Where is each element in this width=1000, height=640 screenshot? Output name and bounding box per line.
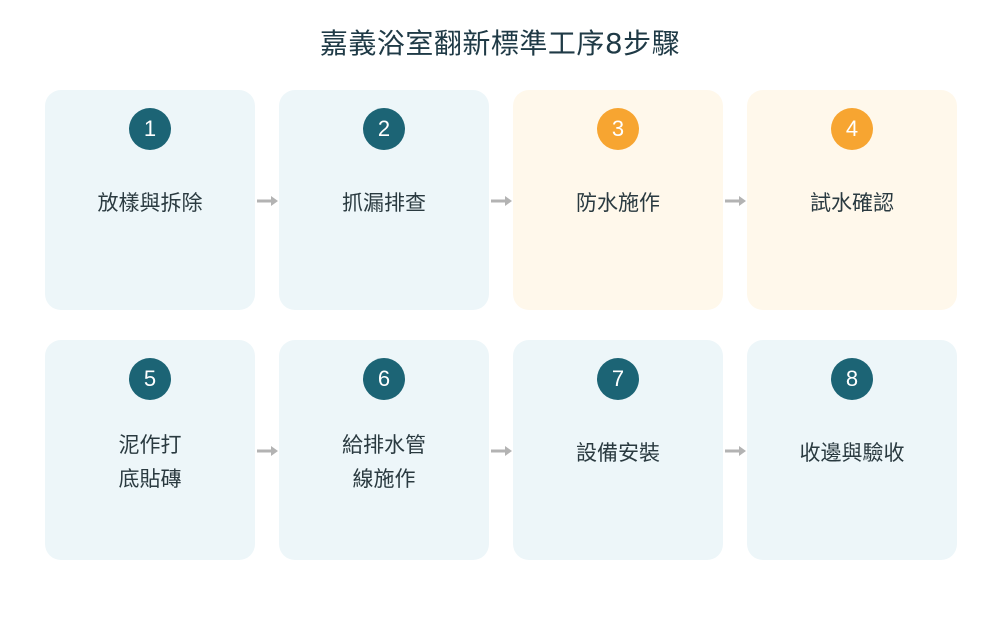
step-label: 給排水管 線施作 [342, 433, 426, 491]
step-label: 試水確認 [810, 191, 894, 215]
step-number-badge: 1 [129, 108, 171, 150]
arrow-right-icon [257, 196, 278, 206]
step-label: 放樣與拆除 [97, 191, 203, 215]
step-label: 設備安裝 [576, 441, 660, 465]
step-number-badge: 6 [363, 358, 405, 400]
arrow-right-icon [491, 196, 512, 206]
step-label: 泥作打 底貼磚 [118, 433, 182, 491]
step-label: 抓漏排查 [342, 191, 426, 215]
step-card-7: 7 設備安裝 [513, 340, 723, 560]
step-label: 防水施作 [576, 191, 660, 215]
arrow-right-icon [257, 446, 278, 456]
step-number-badge: 2 [363, 108, 405, 150]
diagram-title: 嘉義浴室翻新標準工序8步驟 [319, 27, 681, 60]
arrow-right-icon [725, 196, 746, 206]
step-card-4: 4 試水確認 [747, 90, 957, 310]
step-card-8: 8 收邊與驗收 [747, 340, 957, 560]
step-number-badge: 7 [597, 358, 639, 400]
arrow-right-icon [491, 446, 512, 456]
step-card-2: 2 抓漏排查 [279, 90, 489, 310]
step-card-1: 1 放樣與拆除 [45, 90, 255, 310]
step-number-badge: 4 [831, 108, 873, 150]
step-card-6: 6 給排水管 線施作 [279, 340, 489, 560]
step-number-badge: 5 [129, 358, 171, 400]
arrow-right-icon [725, 446, 746, 456]
step-label: 收邊與驗收 [799, 441, 905, 465]
step-number-badge: 8 [831, 358, 873, 400]
step-card-3: 3 防水施作 [513, 90, 723, 310]
step-card-5: 5 泥作打 底貼磚 [45, 340, 255, 560]
step-number-badge: 3 [597, 108, 639, 150]
